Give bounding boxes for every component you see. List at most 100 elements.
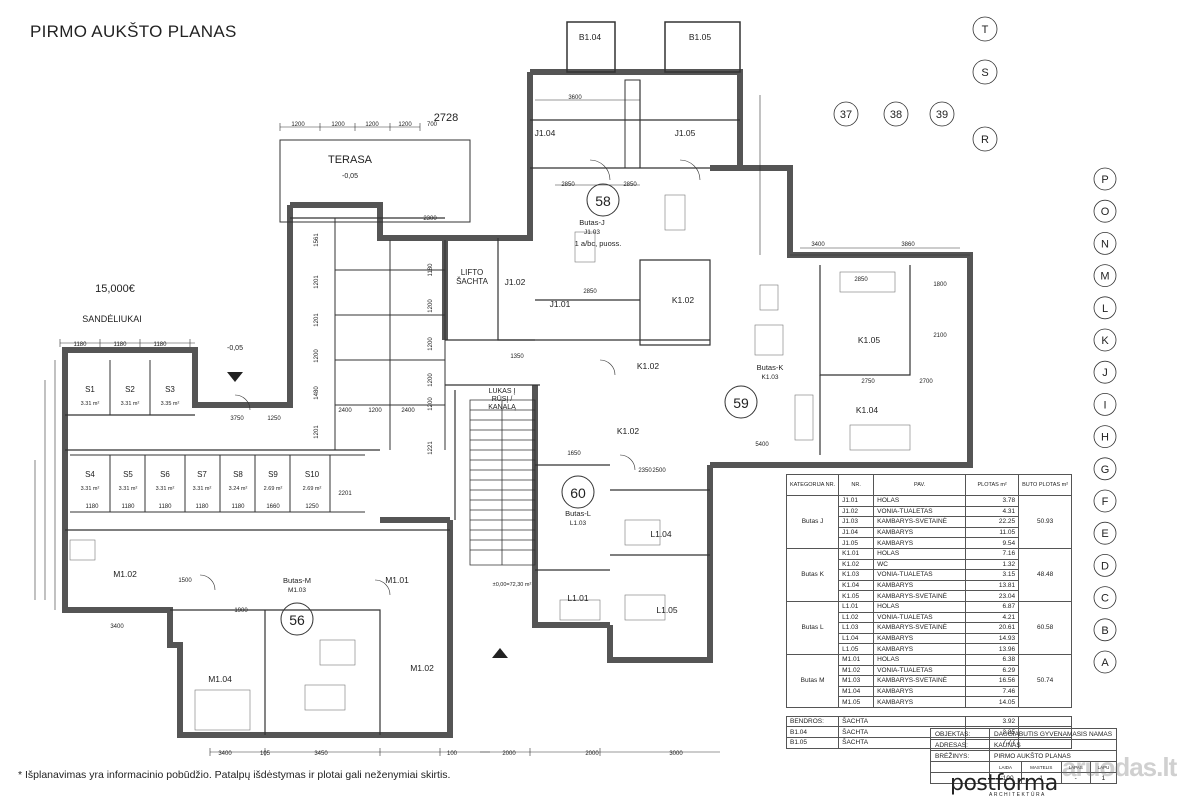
dim-parking-8: 1200 [428,337,434,351]
grid-circles [833,16,998,152]
grid-letter-E: E [1101,528,1108,540]
area-group-total-3: 50.74 [1018,653,1073,708]
area-room-id: L1.01 [838,600,875,613]
room-label-17: M1.04 [208,674,232,684]
grid-letter-O: O [1101,206,1110,218]
area-room-id: K1.03 [838,569,875,581]
dim-parking-7: 1200 [428,299,434,313]
area-room-name: KAMBARYS [873,696,967,708]
room-label-6: K1.02 [672,295,694,305]
dim-misc-21: 2400 [338,408,352,414]
grid-letter-H: H [1101,432,1109,444]
area-room-name: HOLAS [873,653,967,666]
area-room-name: VONIA-TUALETAS [873,611,967,624]
dim-misc-26: 2350 [638,468,652,474]
storage-unit-S7: S7 [197,470,207,479]
grid-letter-D: D [1101,560,1109,572]
area-header-1: NR. [838,474,875,496]
stair-note: KANALĄ [488,404,516,411]
area-room-id: J1.01 [838,495,875,507]
lift-shaft-label: ŠACHTA [456,277,489,286]
area-room-name: KAMBARYS [873,526,967,539]
area-header-0: KATEGORIJA NR. [785,474,840,496]
grid-number-38: 38 [890,109,902,121]
area-room-value: 7.46 [965,685,1020,698]
grid-circle-I [1093,392,1117,416]
grid-circle-E [1093,521,1117,545]
dim-misc-6: 3400 [811,242,825,248]
dim-top-4: 700 [427,122,438,128]
room-label-11: L1.04 [650,529,672,539]
area-room-id: K1.04 [838,579,875,592]
dim-misc-32: 100 [447,751,458,757]
dim-misc-24: 3750 [230,416,244,422]
dim-misc-7: 3860 [901,242,915,248]
grid-letter-A: A [1101,657,1109,669]
apartment-note-58: 1 a/bc, puoss. [575,239,622,248]
dim-misc-5: 1350 [510,354,524,360]
grid-circle-K [1093,328,1117,352]
area-room-id: J1.05 [838,537,875,549]
dim-parking-10: 1200 [428,397,434,411]
dim-storage-1: 1180 [122,504,136,510]
dim-misc-18: 2000 [585,751,599,757]
shaft-vertical [624,79,641,169]
area-group-total-2: 60.58 [1018,600,1073,655]
room-label-2: J1.04 [535,128,556,138]
area-room-name: KAMBARYS-SVETAINĖ [873,516,967,528]
shaft-b105 [664,21,741,73]
grid-circle-H [1093,425,1117,449]
shaft-b104 [566,21,616,73]
dim-left-0: 1180 [74,342,88,348]
room-label-15: M1.02 [113,569,137,579]
area-room-value: 4.31 [965,505,1020,518]
area-room-value: 3.15 [965,569,1020,581]
room-label-16: M1.02 [410,663,434,673]
storage-unit-S5: S5 [123,470,133,479]
grid-number-39: 39 [936,109,948,121]
entrance-arrow [492,648,508,658]
grid-circle-N [1093,231,1117,255]
room-label-8: K1.02 [617,426,639,436]
dim-misc-1: 2850 [561,182,575,188]
area-room-id: K1.01 [838,547,875,560]
area-group-2: Butas L [785,600,840,655]
area-room-id: L1.05 [838,643,875,655]
dim-top-3: 1200 [398,122,412,128]
title-block-row: ADRESAS:KAUNAS [930,739,1118,751]
title-block-blank [930,772,990,784]
storage-area-S1: 3.31 m² [81,401,100,407]
storage-area-S8: 3.24 m² [229,486,248,492]
area-room-name: KAMBARYS-SVETAINĖ [873,675,967,687]
dim-storage-6: 1250 [305,504,319,510]
grid-top-T: T [982,24,989,36]
dim-parking-0: 1561 [314,233,320,247]
area-room-id: J1.03 [838,516,875,528]
dimension-lines [34,95,970,756]
grid-letter-K: K [1101,335,1109,347]
title-block-val-0: 1:100 [989,772,1022,784]
grid-letter-B: B [1101,625,1108,637]
grid-circle-G [1093,457,1117,481]
furniture [69,194,911,731]
storage-area-S2: 3.31 m² [121,401,140,407]
title-block-row: OBJEKTAS:DAUGIABUTIS GYVENAMASIS NAMAS [930,728,1118,740]
area-group-1: Butas K [785,547,840,602]
dim-misc-25: 1250 [267,416,281,422]
area-common-id: B1.05 [785,737,840,749]
logo: postforma [950,771,1058,796]
apartment-number-60: 60 [570,485,586,501]
dimension-total: 2728 [434,112,458,124]
area-room-name: HOLAS [873,600,967,613]
area-room-value: 13.96 [965,643,1020,655]
area-room-value: 14.93 [965,632,1020,645]
storage-unit-S10: S10 [305,470,320,479]
area-room-name: KAMBARYS-SVETAINĖ [873,590,967,602]
grid-circle-L [1093,296,1117,320]
area-room-id: M1.04 [838,685,875,698]
